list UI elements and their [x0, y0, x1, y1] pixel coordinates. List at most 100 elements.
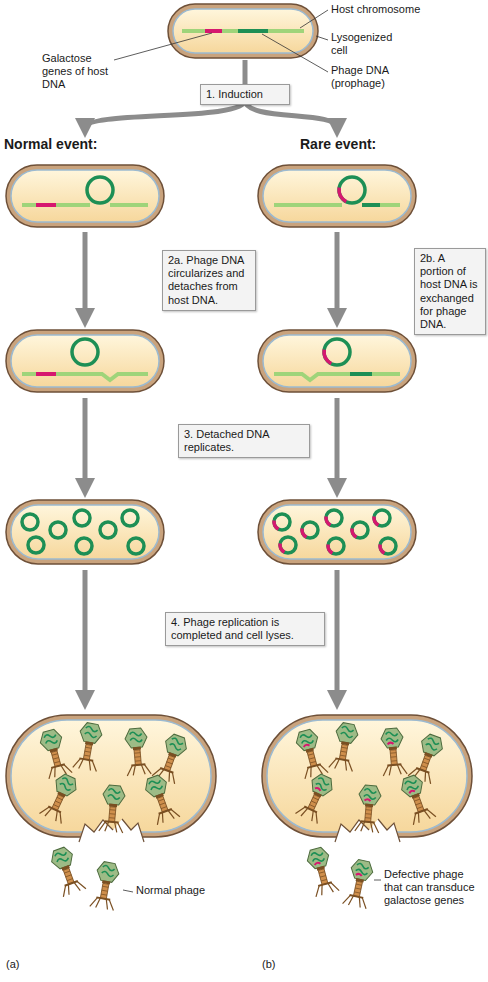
galactose-gene-segment	[378, 544, 385, 555]
tail-stripe	[390, 752, 396, 754]
tail-stripe	[52, 754, 58, 756]
phage-dna	[385, 731, 398, 742]
tail-fiber	[355, 821, 362, 831]
tail-stripe	[66, 875, 72, 877]
tail-stripe	[311, 801, 316, 804]
tail-fiber	[132, 765, 136, 775]
cytoplasm	[263, 170, 411, 222]
step-box: 2a. Phage DNA circularizes and detaches …	[162, 250, 256, 311]
phage-dna-circle	[22, 514, 38, 530]
dna-strand	[182, 29, 205, 33]
tail-fiber	[171, 807, 180, 818]
cytoplasm	[263, 505, 411, 559]
phage-dna-circle	[50, 522, 66, 538]
tail-fiber	[295, 804, 305, 816]
tail-stripe	[366, 809, 372, 811]
tail-fiber	[319, 885, 324, 895]
phage-dna	[340, 726, 354, 738]
step-box: 2b. A portion of host DNA is exchanged f…	[414, 248, 486, 335]
tail-stripe	[340, 755, 346, 756]
tail-fiber	[46, 768, 54, 779]
phage-head	[308, 772, 336, 799]
galactose-gene-segment	[350, 528, 357, 539]
part-label: Phage DNA (prophage)	[331, 64, 411, 90]
phage-tail	[390, 750, 397, 765]
torn-wall	[378, 819, 400, 842]
tail-fiber	[96, 898, 101, 908]
tail-fiber	[107, 900, 115, 911]
phage-head	[38, 728, 64, 752]
tail-stripe	[135, 760, 141, 762]
leader-line	[262, 34, 328, 72]
dna-strand	[36, 372, 56, 376]
event-heading: Normal event:	[4, 136, 134, 153]
tail-stripe	[158, 799, 164, 801]
phage	[99, 784, 127, 832]
phage-dna-circle	[72, 339, 98, 365]
phage	[123, 727, 151, 775]
tail-stripe	[313, 797, 318, 800]
tail-stripe	[64, 871, 70, 873]
cell-wall	[168, 4, 318, 58]
tail-fiber	[388, 765, 392, 775]
tail-fiber	[344, 760, 349, 770]
cytoplasm	[11, 505, 159, 559]
phage	[47, 845, 85, 897]
tail-stripe	[355, 888, 361, 889]
phage-head	[48, 845, 75, 870]
phage-head	[380, 728, 404, 749]
tail-fiber	[105, 821, 109, 831]
phage-dna-circle	[100, 522, 116, 538]
tail-stripe	[109, 817, 115, 819]
phage-tail	[307, 751, 317, 767]
cytoplasm	[267, 720, 467, 832]
phage-tail	[100, 883, 109, 899]
dna-strand	[350, 372, 372, 376]
tail-fiber	[328, 883, 333, 893]
tail-fiber	[88, 760, 93, 770]
tail-fiber	[361, 821, 365, 831]
tail-stripe	[57, 797, 62, 800]
phage-dna	[54, 850, 69, 864]
dna-strand	[56, 203, 90, 207]
tail-fiber	[66, 884, 72, 894]
phage-dna	[129, 731, 142, 742]
cytoplasm	[11, 720, 211, 832]
tail-fiber	[410, 813, 419, 824]
base-plate	[131, 764, 145, 765]
galactose-gene-segment	[337, 187, 347, 203]
process-arrow	[83, 570, 88, 700]
phage-dna	[311, 851, 325, 864]
tail-stripe	[310, 761, 316, 763]
tail-stripe	[168, 758, 174, 760]
galactose-gene-segment	[278, 543, 285, 554]
tail-fiber	[169, 772, 178, 783]
torn-wall	[122, 819, 144, 842]
base-plate	[335, 758, 349, 760]
phage	[141, 773, 179, 825]
phage	[397, 773, 435, 825]
dna-strand	[362, 203, 380, 207]
process-arrow	[83, 398, 88, 488]
tail-stripe	[109, 813, 115, 815]
tail-stripe	[85, 747, 91, 748]
host-chromosome	[22, 374, 148, 380]
phage	[90, 861, 122, 911]
dna-strand	[110, 203, 148, 207]
tail-stripe	[101, 894, 107, 895]
tail-fiber	[317, 765, 322, 775]
step-text: 2a. Phage DNA circularizes and detaches …	[168, 254, 250, 307]
tail-stripe	[54, 761, 60, 763]
tail-fiber	[427, 807, 436, 818]
dna-strand	[222, 29, 238, 33]
step-box: 3. Detached DNA replicates.	[178, 424, 310, 458]
tail-fiber	[302, 768, 310, 779]
phage-dna	[101, 865, 115, 877]
tail-stripe	[416, 803, 422, 805]
leader-line	[114, 33, 212, 60]
part-label: Galactose genes of host DNA	[42, 52, 114, 92]
tail-stripe	[365, 817, 371, 819]
tail-stripe	[84, 755, 90, 756]
tail-fiber	[105, 899, 110, 909]
cytoplasm	[11, 170, 159, 222]
